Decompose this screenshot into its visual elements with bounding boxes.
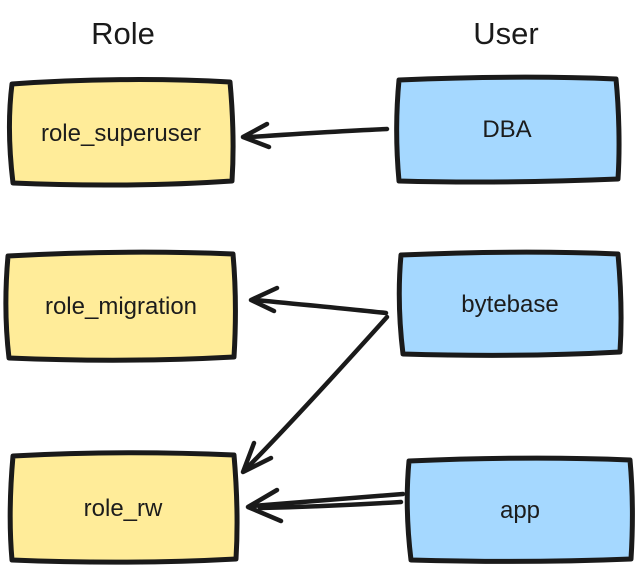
arrow-bytebase-to-role-rw [240, 314, 390, 475]
arrow-bytebase-to-role-migration [248, 285, 389, 316]
dba-label: DBA [482, 116, 531, 143]
role-node-rw: role_rw [7, 450, 240, 565]
app-box [404, 455, 635, 564]
user-column-title: User [473, 16, 538, 51]
arrow-app-to-role-rw [245, 487, 406, 524]
bytebase-label: bytebase [461, 291, 558, 318]
arrowhead-icon [240, 440, 274, 475]
role-node-superuser: role_superuser [6, 77, 236, 188]
arrowhead-icon [245, 487, 284, 524]
role-rw-label: role_rw [84, 495, 163, 522]
arrow-line [244, 314, 390, 471]
role-column-title: Role [91, 16, 155, 51]
role-node-migration: role_migration [3, 249, 238, 363]
role-superuser-box [6, 77, 236, 188]
arrowhead-icon [240, 121, 272, 150]
role-superuser-label: role_superuser [41, 120, 201, 147]
arrow-line [247, 126, 390, 140]
user-node-app: app [404, 455, 635, 564]
user-node-bytebase: bytebase [396, 249, 624, 358]
role-migration-label: role_migration [45, 293, 197, 320]
arrow-line [252, 297, 389, 316]
arrowhead-icon [248, 285, 280, 314]
role-rw-box [7, 450, 240, 565]
app-label: app [500, 497, 540, 524]
user-node-dba: DBA [394, 74, 622, 185]
dba-box [394, 74, 622, 185]
bytebase-box [396, 249, 624, 358]
role-migration-box [3, 249, 238, 363]
arrow-dba-to-role-superuser [240, 121, 390, 150]
arrow-line-overdraw [257, 499, 404, 511]
arrow-line [250, 491, 406, 509]
